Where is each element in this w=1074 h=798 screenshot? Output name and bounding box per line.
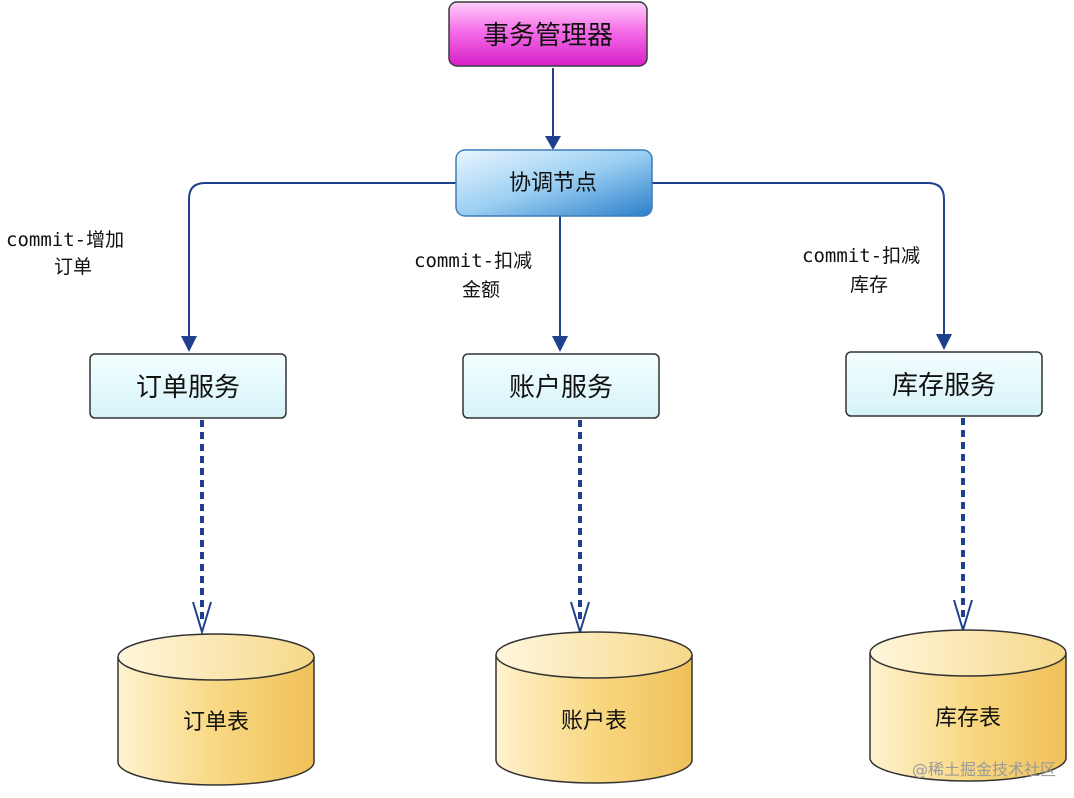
edge-coordinator-to-inventory	[652, 182, 952, 350]
edge-inventory-service-to-table	[953, 418, 973, 634]
database-order-table: 订单表	[117, 633, 315, 786]
edge-order-service-to-table	[192, 420, 212, 636]
order-service-label: 订单服务	[136, 373, 240, 403]
inventory-table-label: 库存表	[935, 706, 1001, 731]
arrowhead-icon	[192, 601, 212, 636]
arrowhead-icon	[545, 136, 561, 150]
edge-label-order-line1: commit-增加	[6, 229, 124, 251]
edge-label-order-line2: 订单	[54, 256, 92, 278]
edge-manager-to-coordinator	[545, 68, 561, 150]
coordinator-label: 协调节点	[509, 171, 597, 196]
arrowhead-icon	[552, 336, 568, 352]
node-order-service: 订单服务	[89, 353, 287, 419]
inventory-service-label: 库存服务	[892, 371, 996, 401]
database-inventory-table: 库存表	[869, 629, 1067, 782]
arrowhead-icon	[936, 334, 952, 350]
node-transaction-manager: 事务管理器	[448, 1, 648, 67]
database-account-table: 账户表	[495, 631, 693, 784]
node-inventory-service: 库存服务	[845, 351, 1043, 417]
edge-account-service-to-table	[570, 420, 590, 636]
account-service-label: 账户服务	[509, 373, 613, 403]
edge-label-inventory: commit-扣减 库存	[802, 245, 920, 296]
account-table-label: 账户表	[561, 709, 627, 734]
edge-label-inventory-line2: 库存	[850, 274, 888, 296]
watermark-text: @稀土掘金技术社区	[911, 760, 1056, 779]
arrowhead-icon	[181, 336, 197, 352]
edge-coordinator-to-order	[181, 182, 456, 352]
transaction-manager-label: 事务管理器	[483, 21, 613, 51]
edge-coordinator-to-account	[552, 216, 568, 352]
node-coordinator: 协调节点	[455, 149, 653, 217]
edge-label-account-line1: commit-扣减	[414, 250, 532, 272]
node-account-service: 账户服务	[462, 353, 660, 419]
edge-label-order: commit-增加 订单	[6, 229, 124, 278]
edge-label-account: commit-扣减 金额	[414, 250, 532, 301]
edge-label-account-line2: 金额	[462, 279, 500, 301]
edge-label-inventory-line1: commit-扣减	[802, 245, 920, 267]
order-table-label: 订单表	[183, 710, 249, 735]
